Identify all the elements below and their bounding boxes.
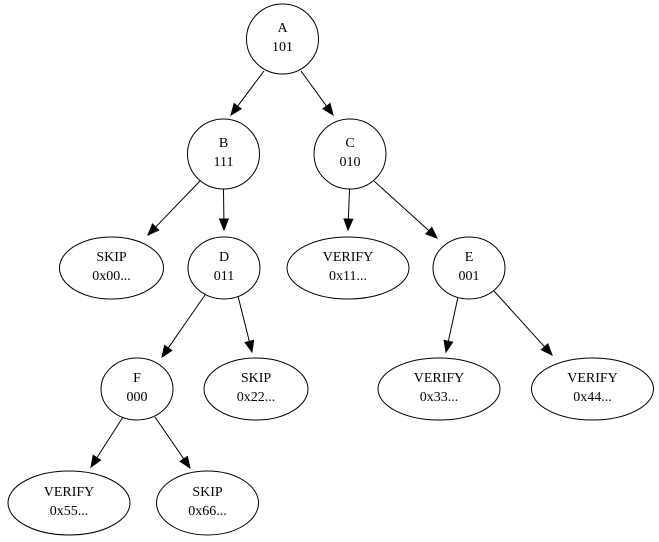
node-label-primary: F (133, 371, 141, 386)
node-b[interactable]: B 111 (187, 118, 260, 190)
edge-arrowhead-icon (443, 339, 454, 354)
edge-line (155, 180, 201, 228)
edge-arrowhead-icon (425, 226, 438, 239)
node-label-secondary: 000 (127, 390, 148, 405)
node-label-secondary: 010 (340, 155, 361, 170)
edge-a-to-b (230, 70, 265, 117)
node-label-secondary: 0x66... (188, 504, 227, 519)
edge-d-to-skip_22 (237, 295, 255, 354)
node-outline (203, 357, 309, 421)
node-label-primary: E (465, 250, 474, 265)
node-label-primary: SKIP (192, 485, 223, 500)
node-f[interactable]: F 000 (100, 357, 174, 421)
node-skip-22[interactable]: SKIP 0x22... (203, 357, 309, 421)
edge-line (373, 180, 430, 231)
edge-arrowhead-icon (161, 344, 173, 359)
node-label-primary: VERIFY (567, 371, 618, 386)
node-label-secondary: 0x55... (50, 504, 89, 519)
node-label-secondary: 0x00... (92, 269, 131, 284)
edge-line (493, 290, 545, 348)
node-skip-00[interactable]: SKIP 0x00... (59, 236, 164, 300)
edges-layer (90, 70, 553, 470)
edge-arrowhead-icon (540, 343, 553, 356)
edge-line (237, 295, 250, 342)
edge-arrowhead-icon (218, 218, 230, 232)
node-verify-44[interactable]: VERIFY 0x44... (531, 357, 654, 421)
node-label-secondary: 101 (272, 40, 293, 55)
edge-line (167, 294, 206, 349)
node-outline (286, 236, 410, 300)
node-outline (187, 236, 261, 300)
node-verify-55[interactable]: VERIFY 0x55... (7, 470, 131, 536)
edge-e-to-verify_44 (493, 290, 553, 356)
node-label-primary: D (219, 250, 229, 265)
edge-a-to-c (300, 70, 334, 117)
edge-line (447, 296, 459, 342)
node-label-primary: A (277, 21, 288, 36)
node-label-secondary: 0x33... (420, 390, 459, 405)
node-a[interactable]: A 101 (246, 3, 319, 75)
node-skip-66[interactable]: SKIP 0x66... (156, 470, 259, 536)
edge-arrowhead-icon (179, 455, 191, 470)
node-verify-33[interactable]: VERIFY 0x33... (377, 357, 501, 421)
edge-line (300, 70, 327, 107)
edge-arrowhead-icon (147, 223, 160, 236)
node-outline (156, 470, 259, 536)
node-label-primary: VERIFY (414, 371, 465, 386)
node-label-primary: SKIP (96, 250, 127, 265)
node-outline (432, 236, 506, 300)
node-outline (7, 470, 131, 536)
edge-f-to-verify_55 (90, 416, 124, 469)
node-label-secondary: 0x44... (573, 390, 612, 405)
edge-arrowhead-icon (322, 102, 334, 117)
node-outline (377, 357, 501, 421)
edge-line (96, 416, 124, 459)
node-outline (531, 357, 654, 421)
node-e[interactable]: E 001 (432, 236, 506, 300)
node-outline (246, 3, 319, 75)
node-verify-11[interactable]: VERIFY 0x11... (286, 236, 410, 300)
edge-c-to-e (373, 180, 438, 239)
node-label-secondary: 111 (214, 155, 234, 170)
edge-c-to-verify_11 (343, 188, 354, 232)
node-label-primary: B (219, 136, 228, 151)
edge-line (154, 416, 185, 460)
node-outline (59, 236, 164, 300)
node-c[interactable]: C 010 (313, 118, 387, 190)
node-label-secondary: 0x22... (237, 390, 276, 405)
edge-arrowhead-icon (230, 102, 243, 117)
edge-b-to-d (218, 188, 230, 232)
node-d[interactable]: D 011 (187, 236, 261, 300)
edge-f-to-skip_66 (154, 416, 191, 470)
edge-b-to-skip_00 (147, 180, 201, 236)
node-label-primary: VERIFY (323, 250, 374, 265)
node-label-secondary: 011 (214, 269, 234, 284)
edge-d-to-f (161, 294, 206, 359)
edge-arrowhead-icon (90, 454, 102, 469)
node-label-secondary: 001 (459, 269, 480, 284)
node-label-primary: VERIFY (44, 485, 95, 500)
node-outline (313, 118, 387, 190)
nodes-layer: A101B111C010SKIP0x00...D011VERIFY0x11...… (7, 3, 654, 536)
edge-arrowhead-icon (343, 218, 354, 232)
node-outline (187, 118, 260, 190)
node-label-primary: SKIP (241, 371, 272, 386)
edge-line (347, 188, 350, 220)
edge-e-to-verify_33 (443, 296, 459, 354)
node-outline (100, 357, 174, 421)
node-label-secondary: 0x11... (329, 269, 367, 284)
edge-arrowhead-icon (244, 339, 255, 354)
edge-line (237, 70, 265, 107)
node-label-primary: C (345, 136, 354, 151)
